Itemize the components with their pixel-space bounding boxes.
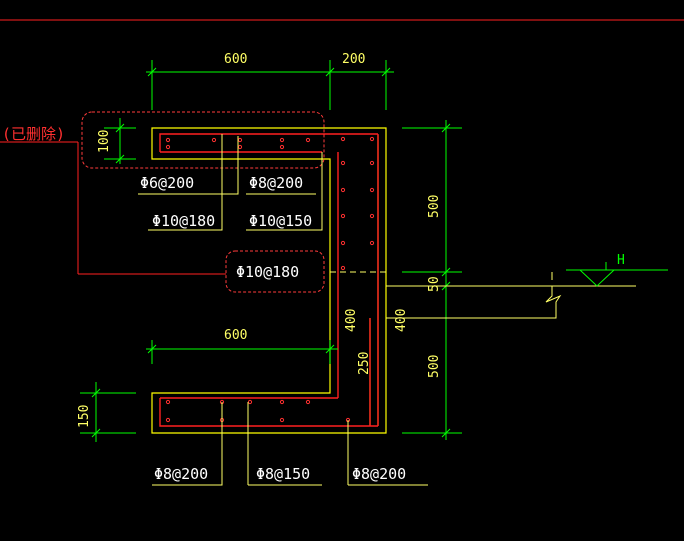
dim-right-500-top: 500: [427, 195, 442, 218]
label-bot-phi8-200-right: Φ8@200: [352, 465, 406, 483]
dimension-lines: [80, 60, 462, 442]
water-level-label: H: [617, 253, 625, 268]
leader-note: (已删除): [2, 125, 65, 143]
dim-wall-250: 250: [357, 352, 372, 375]
dim-top-200: 200: [342, 52, 365, 67]
label-bot-phi8-200-left: Φ8@200: [154, 465, 208, 483]
dimension-texts: 600 200 100 500 50 500 400 400 250 600 1…: [77, 52, 442, 428]
dim-top-100: 100: [97, 130, 112, 153]
revision-cloud-top: [81, 111, 325, 169]
rebar-label-texts: Φ6@200 Φ8@200 Φ10@180 Φ10@150 Φ10@180 Φ8…: [140, 174, 406, 483]
label-top-phi6-200: Φ6@200: [140, 174, 194, 192]
dim-wall-400-outer: 400: [394, 309, 409, 332]
rebar-dots: [165, 136, 375, 423]
water-level-marker: [566, 262, 668, 287]
label-mid-phi10-180: Φ10@180: [236, 263, 299, 281]
leader-line: [0, 141, 226, 275]
label-top-phi10-180: Φ10@180: [152, 212, 215, 230]
rebar-lines: [159, 133, 379, 427]
label-leaders: [138, 134, 428, 486]
label-top-phi8-200: Φ8@200: [249, 174, 303, 192]
revision-cloud-mid: [225, 250, 325, 293]
dim-right-50: 50: [427, 276, 442, 292]
revision-clouds: [81, 111, 325, 293]
ground-lines: [386, 272, 636, 319]
dim-wall-400-inner: 400: [344, 309, 359, 332]
dim-bottom-600: 600: [224, 328, 247, 343]
dim-top-600: 600: [224, 52, 247, 67]
label-bot-phi8-150: Φ8@150: [256, 465, 310, 483]
dim-bottom-150: 150: [77, 405, 92, 428]
dim-right-500-bottom: 500: [427, 355, 442, 378]
label-top-phi10-150: Φ10@150: [249, 212, 312, 230]
